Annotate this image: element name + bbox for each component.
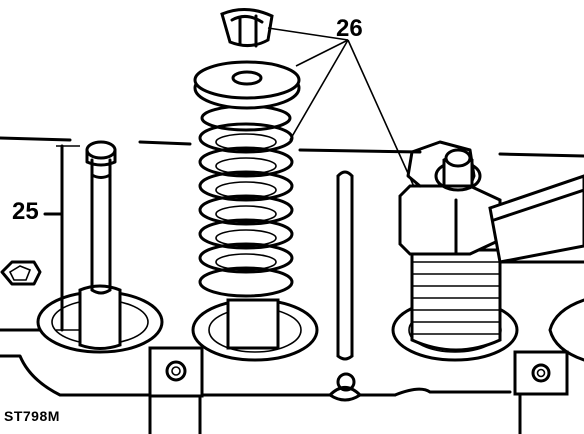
dimension-line-25 [43, 144, 80, 332]
callout-25: 25 [12, 198, 39, 225]
coil-spring-icon [198, 104, 294, 298]
spring-compressor-icon [398, 140, 584, 352]
center-valve-seat [191, 298, 319, 362]
figure-code: ST798M [4, 408, 60, 424]
divider-rib [336, 170, 354, 361]
callout-26: 26 [336, 15, 363, 42]
spring-cap-icon [193, 60, 301, 110]
far-right-seat [548, 298, 584, 362]
collet-icon [220, 8, 274, 48]
bolt-boss-left [148, 346, 204, 398]
leader-lines-26 [267, 27, 421, 201]
plug-icon [0, 260, 42, 286]
bolt-boss-right [513, 350, 569, 396]
valve-stem-icon [36, 140, 164, 354]
